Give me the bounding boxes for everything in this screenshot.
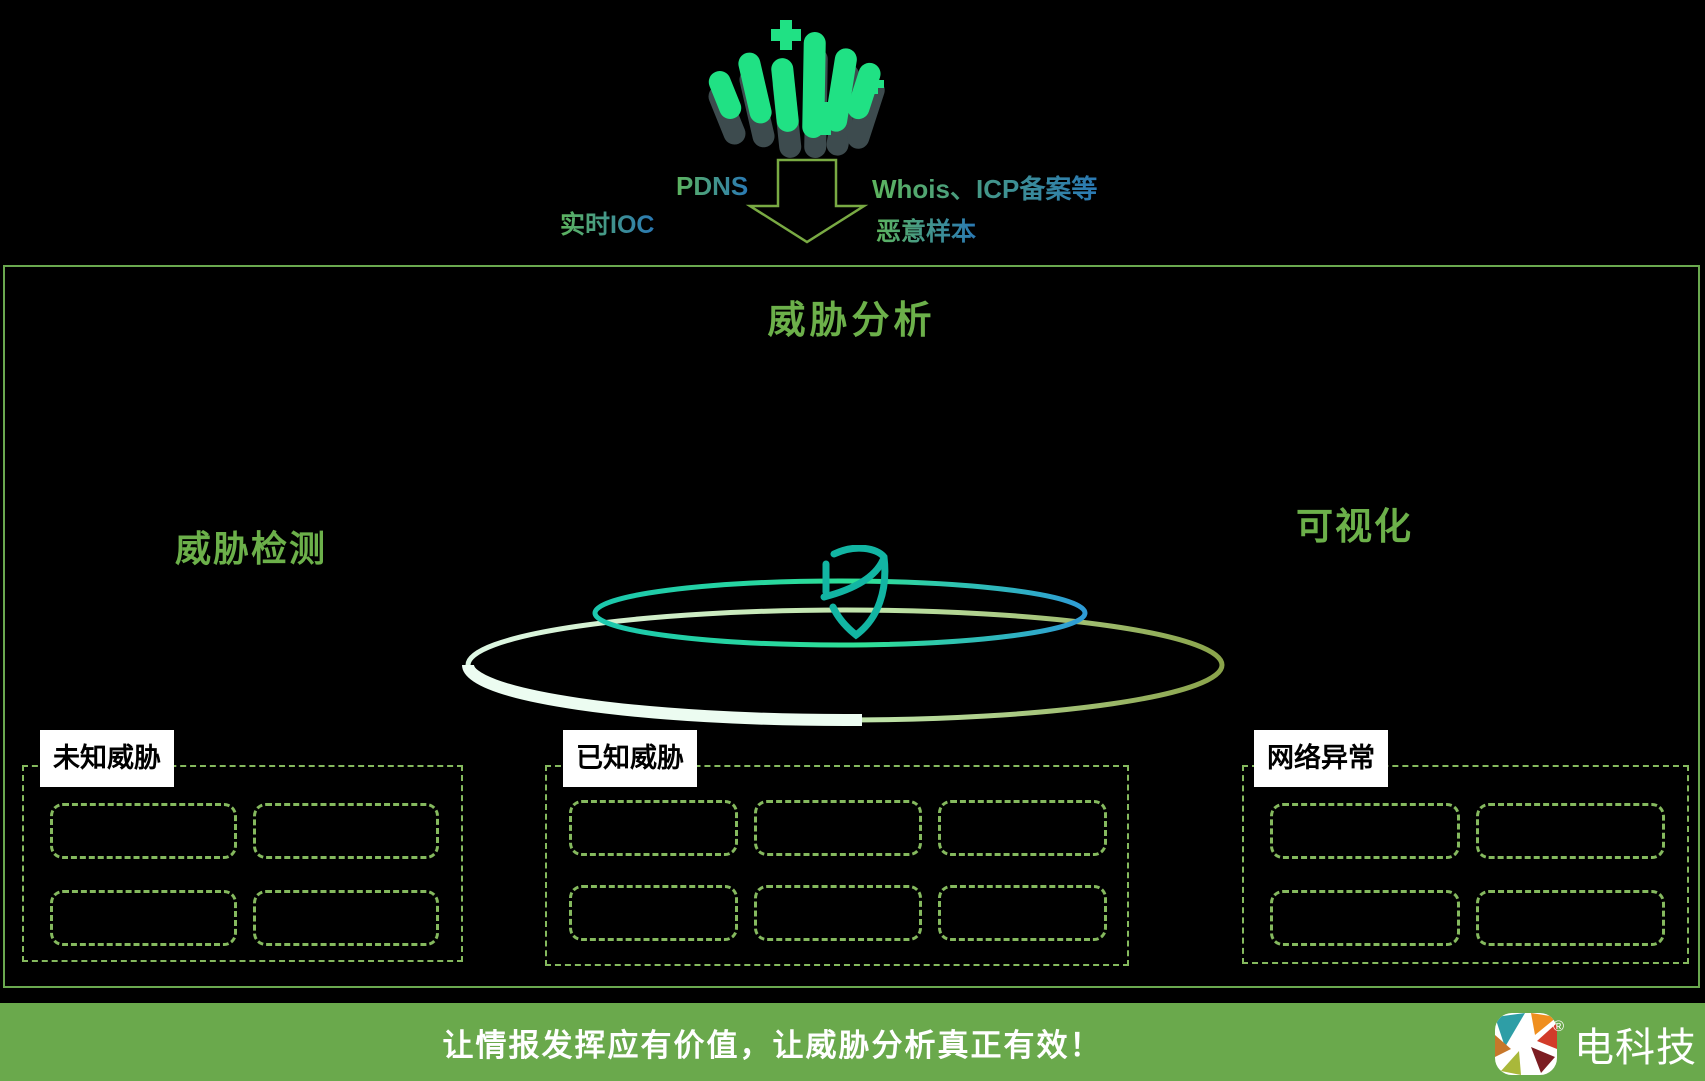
- footer-slogan: 让情报发挥应有价值，让威胁分析真正有效！: [442, 1027, 1103, 1063]
- placeholder-row: [50, 803, 439, 859]
- placeholder-box: [50, 890, 237, 946]
- placeholder-row: [569, 885, 1108, 941]
- placeholder-box: [252, 890, 439, 946]
- brand-lockup: ® 电科技: [1494, 1013, 1697, 1075]
- placeholder-box: [50, 803, 237, 859]
- dkeji-logo-icon: [1494, 1013, 1557, 1075]
- platform-rings-icon: [462, 578, 1225, 726]
- placeholder-grid: [1244, 767, 1687, 962]
- threat-analysis-panel: 威胁分析 威胁检测 可视化: [3, 265, 1700, 988]
- placeholder-row: [50, 890, 439, 946]
- registered-mark: ®: [1552, 1017, 1564, 1035]
- placeholder-box: [1475, 890, 1665, 946]
- group-network-anomaly: 网络异常: [1242, 730, 1689, 964]
- placeholder-box: [252, 803, 439, 859]
- placeholder-box: [1270, 890, 1460, 946]
- panel-title: 威胁分析: [767, 300, 936, 342]
- realtime-ioc-label: 实时IOC: [560, 205, 654, 241]
- plus-icon: [864, 74, 884, 94]
- brand-name: 电科技: [1574, 1026, 1697, 1070]
- group-label: 未知威胁: [40, 730, 174, 787]
- shield-icon: [820, 545, 889, 640]
- visualization-label: 可视化: [1296, 506, 1413, 547]
- group-unknown-threats: 未知威胁: [22, 730, 463, 962]
- placeholder-row: [1270, 803, 1665, 859]
- placeholder-box: [753, 885, 923, 941]
- whois-icp-label: Whois、ICP备案等: [872, 169, 1097, 206]
- placeholder-grid: [24, 767, 461, 960]
- down-arrow-icon: [745, 158, 869, 244]
- placeholder-box: [938, 800, 1108, 856]
- placeholder-box: [1475, 803, 1665, 859]
- placeholder-box: [1270, 803, 1460, 859]
- group-known-threats: 已知威胁: [545, 730, 1129, 966]
- malicious-sample-label: 恶意样本: [876, 212, 976, 248]
- placeholder-box: [753, 800, 923, 856]
- group-label: 网络异常: [1254, 730, 1388, 787]
- pdns-label: PDNS: [676, 171, 749, 201]
- group-label: 已知威胁: [563, 730, 697, 787]
- placeholder-box: [569, 800, 738, 856]
- plus-icon: [808, 102, 841, 135]
- placeholder-box: [938, 885, 1108, 941]
- placeholder-row: [1270, 890, 1665, 946]
- placeholder-row: [569, 800, 1108, 856]
- placeholder-grid: [547, 767, 1127, 964]
- plus-icon: [771, 20, 801, 50]
- footer-banner: 让情报发挥应有价值，让威胁分析真正有效！ ® 电科技: [0, 1003, 1705, 1081]
- brand-bars-icon: [708, 20, 885, 158]
- threat-detection-label: 威胁检测: [175, 528, 328, 569]
- placeholder-box: [569, 885, 738, 941]
